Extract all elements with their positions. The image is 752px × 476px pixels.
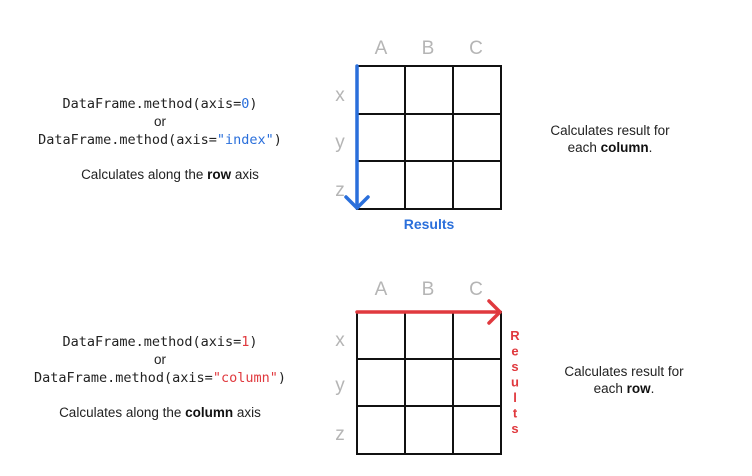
col-label-c: C [469, 279, 483, 300]
data-grid [356, 311, 502, 455]
axis-0-diagram: A B C x y z Results [335, 38, 502, 232]
code-axis-0: DataFrame.method(axis=0) [20, 96, 300, 112]
along-prefix: Calculates along the [59, 405, 186, 420]
along-description: Calculates along the column axis [10, 405, 310, 420]
result-description: Calculates result for each column. [520, 122, 700, 156]
or-label: or [153, 114, 166, 129]
results-letter: t [513, 406, 518, 421]
col-label-a: A [375, 279, 388, 300]
code-suffix: ) [273, 132, 282, 148]
along-bold: row [207, 167, 232, 182]
code-prefix: DataFrame.method(axis= [34, 370, 213, 386]
results-letter: l [513, 390, 517, 405]
axis-0-panel: DataFrame.method(axis=0) or DataFrame.me… [20, 38, 700, 232]
result-bold: row [626, 381, 651, 396]
row-label-z: z [335, 180, 345, 201]
code-prefix: DataFrame.method(axis= [62, 334, 242, 350]
results-letter: R [510, 328, 520, 343]
code-prefix: DataFrame.method(axis= [38, 132, 217, 148]
axis-1-diagram: A B C x y z Results [335, 279, 520, 455]
results-letter: e [511, 344, 518, 359]
code-axis-1: DataFrame.method(axis=1) [20, 334, 300, 350]
row-label-y: y [335, 375, 345, 396]
result-suffix: . [650, 381, 655, 396]
along-bold: column [185, 405, 234, 420]
code-suffix: ) [249, 334, 258, 350]
row-label-x: x [335, 85, 345, 106]
axis-1-panel: DataFrame.method(axis=1) or DataFrame.me… [0, 238, 752, 476]
along-description: Calculates along the row axis [20, 167, 320, 182]
result-line-1: Calculates result for [564, 364, 684, 379]
results-label: Results [404, 216, 455, 232]
data-grid [356, 65, 502, 210]
results-vertical-label: Results [510, 328, 520, 436]
results-letter: s [511, 359, 518, 374]
result-line-2: each row. [534, 380, 714, 397]
code-axis-index: DataFrame.method(axis="index") [20, 132, 300, 148]
down-arrow [344, 64, 370, 210]
code-axis-column: DataFrame.method(axis="column") [20, 370, 300, 386]
results-letter: s [511, 421, 518, 436]
code-value: "index" [216, 132, 274, 148]
result-description: Calculates result for each row. [534, 363, 714, 397]
row-label-z: z [335, 424, 345, 445]
result-prefix: each [567, 140, 601, 155]
result-line-1: Calculates result for [550, 123, 670, 138]
results-letter: u [511, 375, 519, 390]
code-value: "column" [212, 370, 278, 386]
code-suffix: ) [249, 96, 258, 112]
col-label-c: C [469, 38, 483, 59]
or-label: or [153, 352, 166, 367]
right-arrow [355, 299, 502, 325]
col-label-b: B [422, 279, 435, 300]
row-label-x: x [335, 330, 345, 351]
result-suffix: . [648, 140, 653, 155]
result-bold: column [600, 140, 649, 155]
result-prefix: each [593, 381, 627, 396]
result-line-2: each column. [520, 139, 700, 156]
code-value: 0 [241, 96, 250, 112]
code-prefix: DataFrame.method(axis= [62, 96, 242, 112]
along-suffix: axis [231, 167, 259, 182]
col-label-a: A [375, 38, 388, 59]
code-suffix: ) [277, 370, 286, 386]
code-value: 1 [241, 334, 250, 350]
along-prefix: Calculates along the [81, 167, 208, 182]
col-label-b: B [422, 38, 435, 59]
along-suffix: axis [233, 405, 261, 420]
row-label-y: y [335, 132, 345, 153]
